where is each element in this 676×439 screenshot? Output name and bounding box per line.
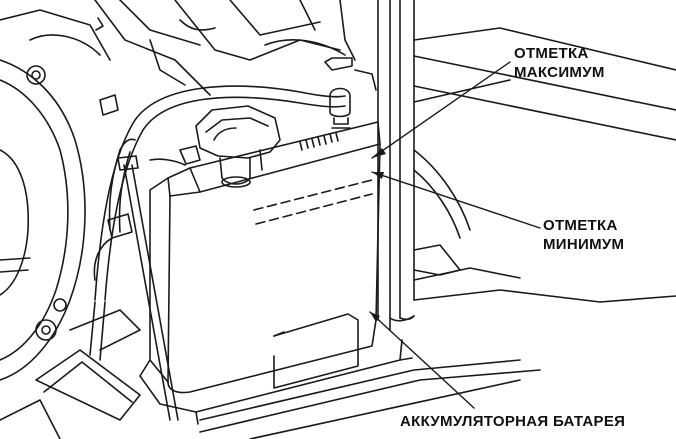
mounting-bracket <box>0 309 141 439</box>
leader-battery <box>369 311 475 409</box>
max-mark-label: ОТМЕТКА МАКСИМУМ <box>514 44 605 82</box>
engine-frame <box>94 0 377 116</box>
arrow-battery <box>370 312 380 322</box>
arrow-max <box>372 148 386 158</box>
min-mark-label-line2: МИНИМУМ <box>543 236 625 253</box>
hold-down-rod <box>93 155 179 421</box>
frame-post <box>377 0 415 331</box>
min-mark-label-line1: ОТМЕТКА <box>543 217 618 234</box>
level-mark-lines <box>253 179 373 225</box>
battery-label-text: АККУМУЛЯТОРНАЯ БАТАРЕЯ <box>400 413 626 430</box>
min-mark-label: ОТМЕТКА МИНИМУМ <box>543 216 624 254</box>
generator-housing <box>0 9 111 381</box>
leader-min <box>371 171 541 229</box>
battery <box>139 121 413 425</box>
callout-arrowheads <box>370 148 386 322</box>
frame-rails <box>199 27 676 439</box>
battery-label: АККУМУЛЯТОРНАЯ БАТАРЕЯ <box>400 412 625 431</box>
negative-terminal <box>329 87 351 129</box>
leader-max <box>371 61 511 159</box>
callout-leaders <box>369 61 541 409</box>
max-mark-label-line2: МАКСИМУМ <box>514 64 605 81</box>
max-mark-label-line1: ОТМЕТКА <box>514 45 589 62</box>
arrow-min <box>372 172 384 179</box>
